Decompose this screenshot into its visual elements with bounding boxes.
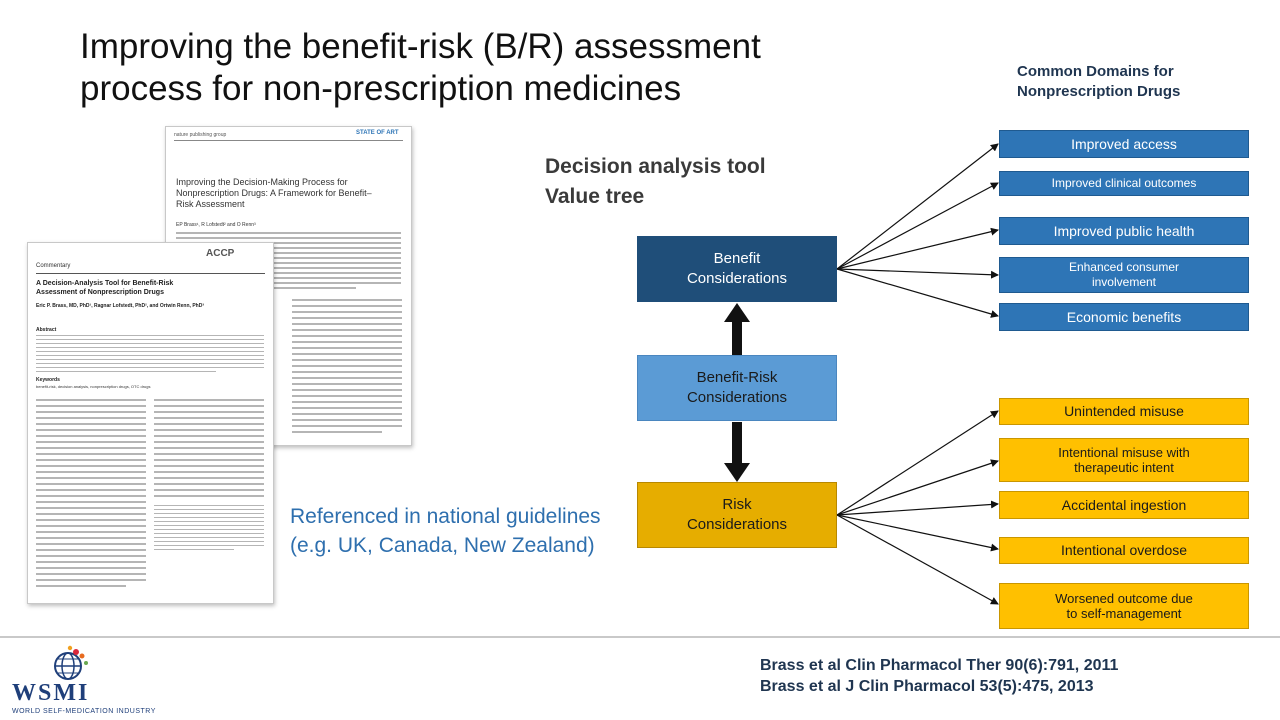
risk-connector xyxy=(836,500,999,516)
risk-connector xyxy=(836,459,999,516)
lower-arrow-head xyxy=(724,463,750,482)
citation-line: Brass et al J Clin Pharmacol 53(5):475, … xyxy=(760,678,1094,695)
benefit-risk-considerations-node: Benefit-Risk Considerations xyxy=(637,355,837,421)
benefit-connector xyxy=(836,182,999,270)
citation-line: Brass et al Clin Pharmacol Ther 90(6):79… xyxy=(760,657,1119,674)
paper-abstract-heading: Abstract xyxy=(36,327,57,333)
benefit-connector xyxy=(836,143,999,270)
wsmi-logo-text: WSMI xyxy=(12,680,90,706)
upper-arrow-head xyxy=(724,303,750,322)
risk-connector xyxy=(836,410,999,516)
footer-divider xyxy=(0,636,1280,638)
benefit-risk-considerations-label: Benefit-Risk Considerations xyxy=(686,369,788,406)
domain-label: Intentional overdose xyxy=(1060,542,1188,558)
paper-publisher: nature publishing group xyxy=(174,132,227,138)
domain-box-intentional-misuse: Intentional misuse with therapeutic inte… xyxy=(999,438,1249,482)
paper-authors: Eric P. Brass, MD, PhD¹, Ragnar Lofstedt… xyxy=(36,303,204,309)
benefit-connector xyxy=(836,268,999,318)
tool-heading: Decision analysis tool Value tree xyxy=(545,155,766,208)
risk-considerations-node: Risk Considerations xyxy=(637,482,837,548)
domain-box-unintended-misuse: Unintended misuse xyxy=(999,398,1249,425)
domain-box-improved-clinical-outcomes: Improved clinical outcomes xyxy=(999,171,1249,196)
domain-box-enhanced-consumer-involvement: Enhanced consumer involvement xyxy=(999,257,1249,293)
paper-keywords-heading: Keywords xyxy=(36,377,60,383)
risk-considerations-label: Risk Considerations xyxy=(686,496,788,533)
paper-title: Improving the Decision-Making Process fo… xyxy=(176,177,372,209)
domain-label: Accidental ingestion xyxy=(1061,496,1187,513)
domain-box-improved-access: Improved access xyxy=(999,130,1249,158)
domain-label: Enhanced consumer involvement xyxy=(1068,260,1180,289)
paper-keywords: benefit-risk, decision analysis, nonpres… xyxy=(36,384,151,389)
wsmi-logo-tagline: WORLD SELF-MEDICATION INDUSTRY xyxy=(12,708,156,715)
domain-label: Economic benefits xyxy=(1066,308,1182,325)
domain-label: Worsened outcome due to self-management xyxy=(1055,591,1193,621)
domain-label: Improved access xyxy=(1071,135,1177,152)
citations: Brass et al Clin Pharmacol Ther 90(6):79… xyxy=(760,655,1260,697)
domain-label: Improved public health xyxy=(1053,222,1195,239)
risk-connector xyxy=(836,514,999,605)
benefit-considerations-label: Benefit Considerations xyxy=(686,250,788,287)
domain-box-improved-public-health: Improved public health xyxy=(999,217,1249,245)
benefit-connector xyxy=(836,227,999,270)
domain-label: Intentional misuse with therapeutic inte… xyxy=(1058,445,1190,475)
paper-label: Commentary xyxy=(36,263,71,269)
paper-badge: ACCP xyxy=(206,248,235,259)
paper-authors: EP Brass¹, R Lofstedt² and O Renn³ xyxy=(176,222,256,228)
paper-badge: STATE OF ART xyxy=(356,130,399,136)
domain-box-accidental-ingestion: Accidental ingestion xyxy=(999,491,1249,519)
domain-box-economic-benefits: Economic benefits xyxy=(999,303,1249,331)
benefit-considerations-node: Benefit Considerations xyxy=(637,236,837,302)
lower-arrow-shaft xyxy=(732,422,742,467)
risk-connector xyxy=(836,514,999,552)
reference-note: Referenced in national guidelines (e.g. … xyxy=(290,505,601,557)
paper-thumbnail-front: Commentary ACCP A Decision-Analysis Tool… xyxy=(27,242,274,604)
domains-heading: Common Domains for Nonprescription Drugs xyxy=(1017,63,1181,100)
domain-label: Unintended misuse xyxy=(1064,403,1184,419)
domain-box-worsened-outcome: Worsened outcome due to self-management xyxy=(999,583,1249,629)
paper-title: A Decision-Analysis Tool for Benefit-Ris… xyxy=(36,280,174,296)
wsmi-globe-logo-icon xyxy=(54,645,88,680)
domain-box-intentional-overdose: Intentional overdose xyxy=(999,537,1249,564)
benefit-connector xyxy=(836,268,999,279)
domain-label: Improved clinical outcomes xyxy=(1051,176,1197,190)
upper-arrow-shaft xyxy=(732,318,742,358)
page-title: Improving the benefit-risk (B/R) assessm… xyxy=(80,27,761,108)
